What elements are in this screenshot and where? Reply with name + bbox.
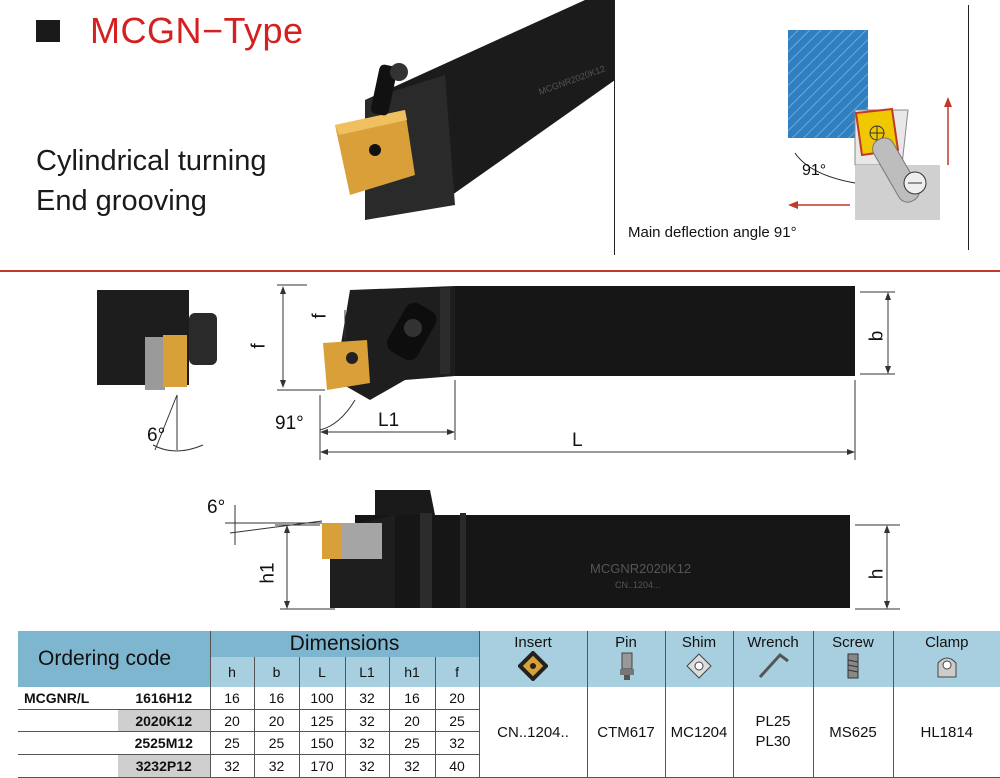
- dimension-f-left: f: [248, 343, 270, 349]
- tool-holder-photo: MCGNR2020K12: [335, 0, 615, 220]
- cell-f: 40: [434, 754, 480, 778]
- pin-header-label: Pin: [615, 634, 637, 651]
- cell-b: 20: [253, 709, 300, 733]
- code-cell: 3232P12: [118, 754, 211, 778]
- cell-l: 150: [298, 731, 346, 756]
- application-line-2: End grooving: [36, 185, 207, 217]
- pin-header: Pin: [586, 631, 666, 687]
- table-row: 3232P12 32 32 170 32 32 40: [18, 754, 1000, 778]
- table-row: 2525M12 25 25 150 32 25 32: [18, 731, 1000, 756]
- code-cell: 2020K12: [118, 709, 211, 733]
- screw-header: Screw: [812, 631, 894, 687]
- wrench-icon: [758, 652, 789, 679]
- cell-b: 32: [253, 754, 300, 778]
- cell-l: 125: [298, 709, 346, 733]
- cell-h: 20: [209, 709, 255, 733]
- col-f: f: [434, 657, 480, 687]
- dimensions-header: Dimensions: [209, 631, 480, 657]
- shim-icon: [686, 653, 712, 679]
- cell-h1: 16: [388, 687, 436, 710]
- col-l: L: [298, 657, 346, 687]
- end-view-angle-label: 6°: [147, 425, 166, 446]
- col-b: b: [253, 657, 300, 687]
- deflection-caption: Main deflection angle 91°: [628, 224, 797, 241]
- ordering-table: Ordering code Dimensions Insert Pin Shim…: [18, 631, 1000, 778]
- deflection-angle-diagram: [788, 30, 952, 220]
- col-h: h: [209, 657, 255, 687]
- title-bullet: [36, 20, 60, 42]
- clamp-header: Clamp: [892, 631, 1000, 687]
- cell-f: 20: [434, 687, 480, 710]
- header-right-border: [968, 5, 969, 250]
- screw-value: MS625: [812, 687, 894, 778]
- clamp-icon: [937, 657, 957, 678]
- screw-icon: [847, 653, 859, 679]
- page-title: MCGN−Type: [90, 10, 304, 51]
- diagram-angle-label: 91°: [802, 162, 827, 179]
- dimension-h1: h1: [257, 562, 279, 584]
- cell-f: 32: [434, 731, 480, 756]
- side-view-drawing: MCGNR2020K12 CN..1204...: [225, 490, 900, 610]
- tool-marking: MCGNR2020K12: [590, 561, 691, 576]
- cell-h: 16: [209, 687, 255, 710]
- cell-f: 25: [434, 709, 480, 733]
- insert-header-label: Insert: [514, 634, 552, 651]
- code-prefix: MCGNR/L: [18, 687, 118, 710]
- insert-value: CN..1204..: [478, 687, 588, 778]
- ordering-code-header: Ordering code: [18, 631, 211, 687]
- table-row: 2020K12 20 20 125 32 20 25: [18, 709, 1000, 733]
- code-cell: 2525M12: [118, 731, 211, 756]
- cell-l: 170: [298, 754, 346, 778]
- cell-b: 25: [253, 731, 300, 756]
- cell-l1: 32: [344, 731, 390, 756]
- wrench-header-label: Wrench: [747, 634, 799, 651]
- pin-value: CTM617: [586, 687, 666, 778]
- cell-h1: 20: [388, 709, 436, 733]
- dimension-f-right: f: [309, 313, 331, 319]
- side-view-angle-label: 6°: [207, 497, 226, 518]
- shim-header-label: Shim: [681, 634, 717, 651]
- cell-l1: 32: [344, 754, 390, 778]
- cell-h1: 25: [388, 731, 436, 756]
- clamp-header-label: Clamp: [925, 634, 969, 651]
- col-h1: h1: [388, 657, 436, 687]
- cell-b: 16: [253, 687, 300, 710]
- wrench-value-1: PL25: [755, 713, 791, 730]
- end-view-drawing: [97, 290, 217, 452]
- shim-value: MC1204: [664, 687, 734, 778]
- cell-h: 25: [209, 731, 255, 756]
- dimension-l: L: [572, 430, 583, 451]
- wrench-value: PL25 PL30: [732, 687, 814, 778]
- top-view-drawing: [277, 284, 895, 460]
- insert-icon: [517, 650, 549, 682]
- cell-h: 32: [209, 754, 255, 778]
- section-divider: [0, 270, 1000, 272]
- top-view-angle-label: 91°: [275, 413, 304, 434]
- code-cell: 1616H12: [118, 687, 211, 710]
- wrench-value-2: PL30: [755, 733, 791, 750]
- shim-header: Shim: [664, 631, 734, 687]
- application-line-1: Cylindrical turning: [36, 145, 267, 177]
- screw-header-label: Screw: [832, 634, 874, 651]
- cell-l1: 32: [344, 687, 390, 710]
- insert-header: Insert: [478, 631, 588, 687]
- dimension-b: b: [866, 330, 888, 342]
- dimension-l1: L1: [378, 410, 400, 431]
- clamp-value: HL1814: [892, 687, 1000, 778]
- cell-l: 100: [298, 687, 346, 710]
- table-row: MCGNR/L 1616H12 16 16 100 32 16 20 CN..1…: [18, 687, 1000, 778]
- tool-marking-insert: CN..1204...: [615, 580, 661, 590]
- dimension-h: h: [866, 568, 888, 580]
- col-l1: L1: [344, 657, 390, 687]
- cell-l1: 32: [344, 709, 390, 733]
- header-divider: [614, 0, 615, 255]
- pin-icon: [620, 652, 635, 680]
- cell-h1: 32: [388, 754, 436, 778]
- wrench-header: Wrench: [732, 631, 814, 687]
